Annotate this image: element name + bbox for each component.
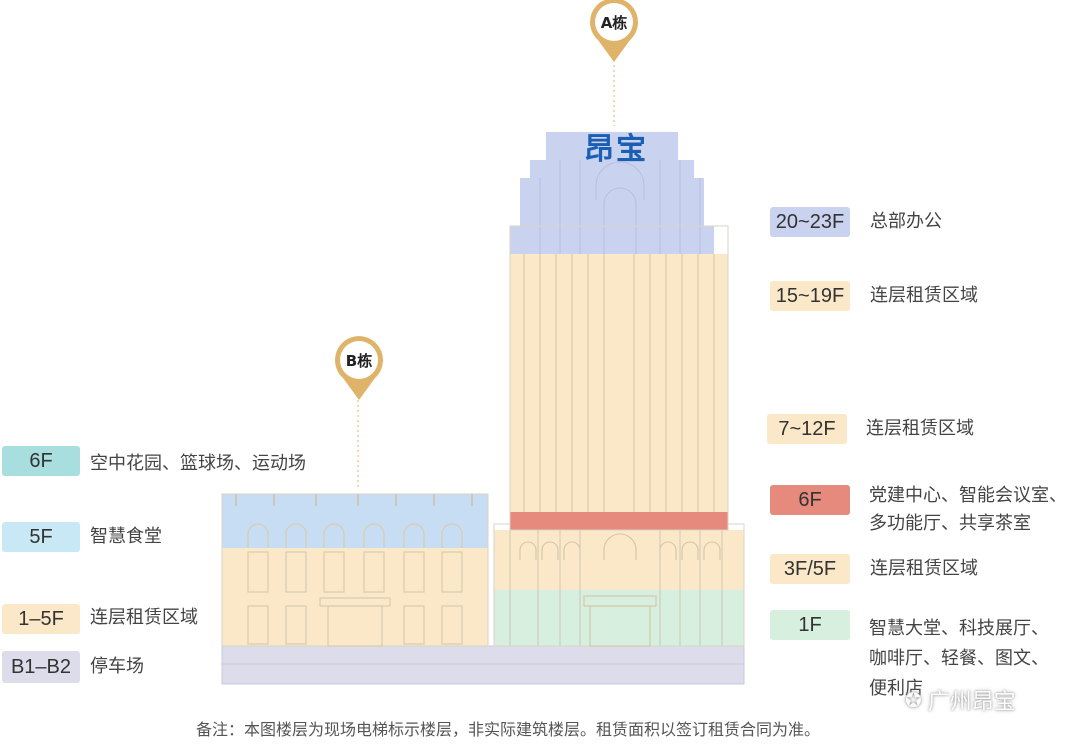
- floor-desc-a-6f-line2: 多功能厅、共享茶室: [869, 513, 1031, 534]
- floor-desc-b1-b2: 停车场: [90, 656, 144, 677]
- watermark: ✪ 广州昂宝: [905, 684, 1016, 716]
- floor-badge-7-12f: 7~12F: [767, 414, 847, 444]
- floor-badge-b1-b2: B1–B2: [2, 651, 80, 683]
- floor-badge-b-5f: 5F: [2, 522, 80, 552]
- floor-desc-7-12f: 连层租赁区域: [866, 418, 974, 439]
- pin-b: [335, 336, 384, 400]
- floor-badge-20-23f: 20~23F: [770, 207, 850, 237]
- floor-desc-1f-line3: 便利店: [869, 678, 923, 699]
- floor-badge-1f: 1F: [770, 610, 850, 640]
- floor-badge-b-6f: 6F: [2, 446, 80, 476]
- floor-desc-b-6f: 空中花园、篮球场、运动场: [90, 453, 306, 474]
- wechat-icon: ✪: [905, 688, 922, 712]
- footnote: 备注：本图楼层为现场电梯标示楼层，非实际建筑楼层。租赁面积以签订租赁合同为准。: [196, 720, 821, 739]
- floor-desc-20-23f: 总部办公: [870, 211, 942, 232]
- floor-badge-b-1-5f: 1–5F: [2, 604, 80, 634]
- brand-name: 昂宝: [584, 132, 648, 167]
- floor-badge-a-6f: 6F: [770, 485, 850, 515]
- floor-desc-3f-5f: 连层租赁区域: [870, 558, 978, 579]
- pin-b-label: B栋: [345, 352, 373, 370]
- building-b: [221, 400, 489, 647]
- floor-desc-1f-line2: 咖啡厅、轻餐、图文、: [869, 648, 1049, 669]
- pin-a-label: A栋: [600, 14, 628, 32]
- building-a-tower: [509, 60, 729, 531]
- floor-desc-b-5f: 智慧食堂: [90, 526, 162, 547]
- building-a-podium: [493, 523, 745, 647]
- parking-band: [221, 645, 745, 685]
- floor-desc-1f-line1: 智慧大堂、科技展厅、: [869, 618, 1049, 639]
- floor-badge-15-19f: 15~19F: [770, 281, 850, 311]
- floor-desc-15-19f: 连层租赁区域: [870, 285, 978, 306]
- floor-desc-a-6f-line1: 党建中心、智能会议室、: [869, 485, 1067, 506]
- watermark-text: 广州昂宝: [927, 690, 1016, 715]
- floor-badge-3f-5f: 3F/5F: [770, 554, 850, 584]
- pin-a: [590, 0, 638, 62]
- floor-desc-b-1-5f: 连层租赁区域: [90, 607, 198, 628]
